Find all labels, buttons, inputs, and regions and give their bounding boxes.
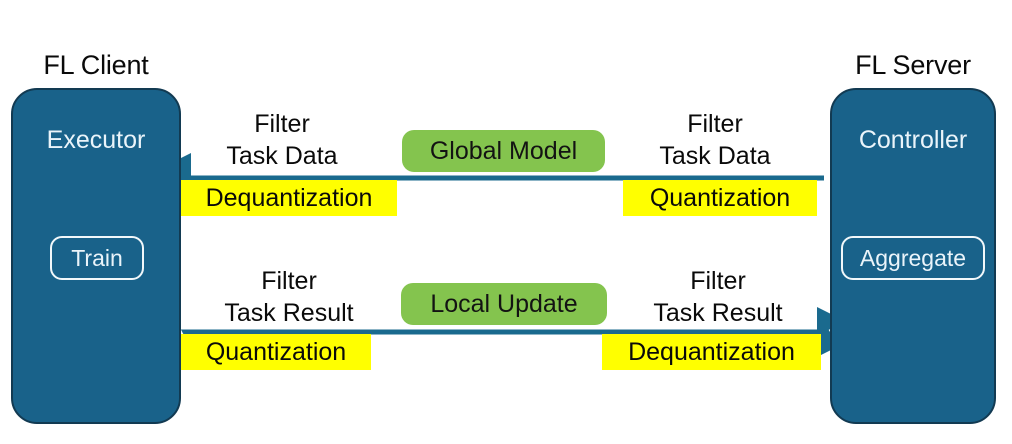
- fl-client-title: FL Client: [43, 50, 149, 80]
- downlink-right-filter-line1: Filter: [687, 110, 743, 138]
- uplink-quantization-label: Quantization: [181, 334, 371, 370]
- local-update-pill[interactable]: Local Update: [401, 283, 607, 325]
- uplink-dequantization-label: Dequantization: [602, 334, 821, 370]
- fl-server-panel[interactable]: Controller: [830, 88, 996, 424]
- downlink-right-filter-label: Filter Task Data: [629, 108, 801, 172]
- downlink-dequantization-label: Dequantization: [181, 180, 397, 216]
- global-model-pill[interactable]: Global Model: [402, 130, 605, 172]
- downlink-left-filter-line1: Filter: [254, 110, 310, 138]
- controller-label: Controller: [858, 126, 968, 154]
- uplink-right-filter-line1: Filter: [690, 267, 746, 295]
- uplink-left-filter-line2: Task Result: [224, 299, 354, 327]
- uplink-right-filter-line2: Task Result: [653, 299, 783, 327]
- uplink-left-filter-line1: Filter: [261, 267, 317, 295]
- downlink-right-filter-line2: Task Data: [659, 142, 771, 170]
- fl-server-title: FL Server: [855, 50, 971, 80]
- train-node[interactable]: Train: [50, 236, 144, 280]
- aggregate-node[interactable]: Aggregate: [841, 236, 985, 280]
- fl-client-panel[interactable]: Executor: [11, 88, 181, 424]
- executor-label: Executor: [46, 126, 146, 154]
- downlink-quantization-label: Quantization: [623, 180, 817, 216]
- downlink-left-filter-label: Filter Task Data: [196, 108, 368, 172]
- downlink-left-filter-line2: Task Data: [226, 142, 338, 170]
- uplink-right-filter-label: Filter Task Result: [625, 265, 811, 329]
- uplink-left-filter-label: Filter Task Result: [196, 265, 382, 329]
